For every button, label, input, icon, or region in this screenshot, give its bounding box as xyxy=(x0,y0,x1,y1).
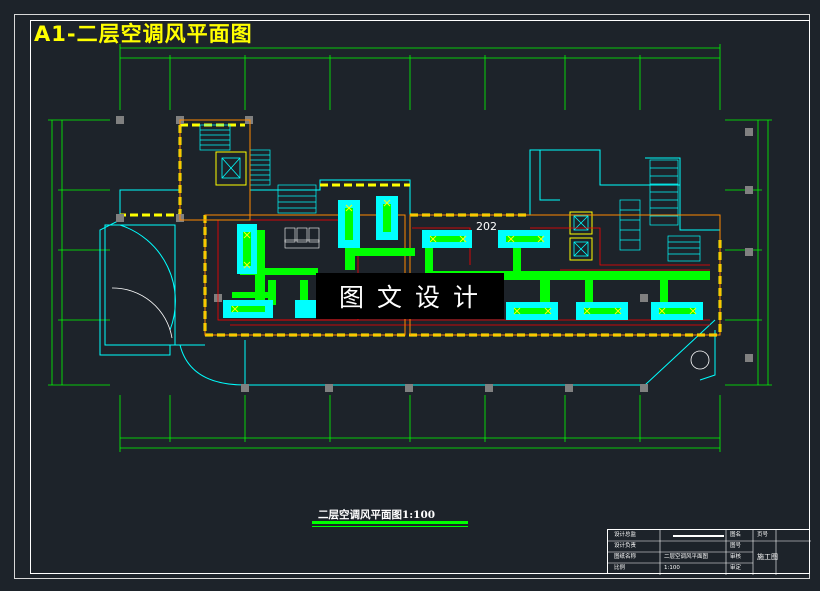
title-block-code-4: 审定 xyxy=(730,565,742,571)
caption-underline-thin xyxy=(312,526,468,527)
sheet-title: A1-二层空调风平面图 xyxy=(34,22,253,46)
air-ducts xyxy=(232,230,710,310)
plumbing-fixtures xyxy=(284,227,320,249)
curved-wall xyxy=(119,224,176,331)
sheet-border-inner xyxy=(30,20,810,574)
title-block-grid xyxy=(608,530,811,575)
title-block: 设计总监 设计负责 图纸名称 比例 图名 图号 审核 审定 二层空调风平面图 1… xyxy=(607,529,811,575)
diffuser-markers xyxy=(231,199,697,315)
dimension-lines-bottom xyxy=(119,395,721,452)
structural-columns xyxy=(116,116,753,392)
title-block-code-1: 图名 xyxy=(730,532,742,538)
title-block-code-3: 审核 xyxy=(730,554,742,560)
dimension-lines-sides xyxy=(48,119,772,386)
drain-symbol xyxy=(690,350,710,370)
title-block-drawing-name: 二层空调风平面图 xyxy=(664,554,709,560)
title-block-scale: 1:100 xyxy=(664,565,680,571)
title-block-code-2: 图号 xyxy=(730,543,742,549)
door-swing-arc xyxy=(111,287,173,339)
caption-underline-thick xyxy=(312,521,468,524)
watermark-banner: 图文设计 xyxy=(316,273,504,319)
staircases xyxy=(199,124,701,262)
title-block-label-4: 比例 xyxy=(614,565,626,571)
room-number-label: 202 xyxy=(476,220,497,233)
title-block-stage: 施工图 xyxy=(757,553,778,561)
diffuser-cores xyxy=(231,204,695,314)
air-diffusers xyxy=(223,196,703,320)
title-block-label-1: 设计总监 xyxy=(614,532,637,538)
dimension-lines-top xyxy=(119,44,721,110)
elevator-shafts xyxy=(215,151,593,261)
title-block-label-3: 图纸名称 xyxy=(614,554,637,560)
elevator-cabins xyxy=(221,157,589,257)
title-block-sheet-label: 页号 xyxy=(757,532,769,538)
refrigerant-piping xyxy=(217,219,710,326)
drawing-caption: 二层空调风平面图1:100 xyxy=(318,509,436,521)
title-block-label-2: 设计负责 xyxy=(614,543,637,549)
